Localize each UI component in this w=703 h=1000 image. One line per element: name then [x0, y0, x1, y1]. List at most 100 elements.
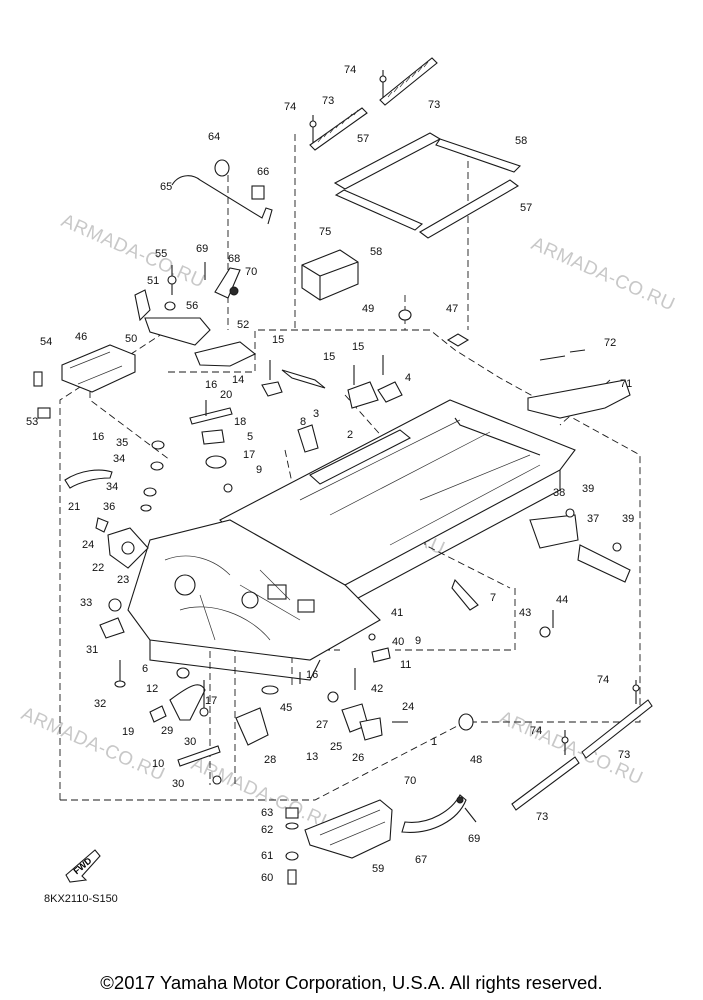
- part-callout-16: 16: [92, 431, 104, 443]
- part-callout-71: 71: [620, 378, 632, 390]
- part-callout-14: 14: [232, 374, 244, 386]
- part-callout-72: 72: [604, 337, 616, 349]
- part-callout-26: 26: [352, 752, 364, 764]
- part-callout-13: 13: [306, 751, 318, 763]
- part-callout-58: 58: [515, 135, 527, 147]
- part-callout-66: 66: [257, 166, 269, 178]
- drawing-code: 8KX2110-S150: [44, 893, 118, 905]
- copyright-notice: ©2017 Yamaha Motor Corporation, U.S.A. A…: [100, 972, 603, 993]
- part-callout-17: 17: [243, 449, 255, 461]
- part-callout-32: 32: [94, 698, 106, 710]
- watermark-text: ARMADA-CO.RU: [528, 233, 678, 315]
- part-callout-73: 73: [618, 749, 630, 761]
- part-callout-73: 73: [322, 95, 334, 107]
- part-callout-75: 75: [319, 226, 331, 238]
- part-callout-36: 36: [103, 501, 115, 513]
- part-callout-55: 55: [155, 248, 167, 260]
- upper-small-parts: [189, 309, 470, 493]
- part-callout-48: 48: [470, 754, 482, 766]
- part-callout-27: 27: [316, 719, 328, 731]
- part-callout-19: 19: [122, 726, 134, 738]
- part-callout-15: 15: [323, 351, 335, 363]
- part-callout-1: 1: [431, 736, 437, 748]
- part-callout-16: 16: [205, 379, 217, 391]
- part-callout-30: 30: [172, 778, 184, 790]
- part-callout-47: 47: [446, 303, 458, 315]
- part-callout-44: 44: [556, 594, 568, 606]
- part-callout-73: 73: [428, 99, 440, 111]
- part-callout-57: 57: [520, 202, 532, 214]
- part-callout-16: 16: [306, 669, 318, 681]
- part-callout-42: 42: [371, 683, 383, 695]
- part-callout-64: 64: [208, 131, 220, 143]
- part-callout-30: 30: [184, 736, 196, 748]
- part-callout-67: 67: [415, 854, 427, 866]
- bottom-parts: [285, 794, 477, 885]
- part-callout-46: 46: [75, 331, 87, 343]
- part-callout-53: 53: [26, 416, 38, 428]
- pad-part-75: [301, 249, 359, 301]
- part-callout-9: 9: [415, 635, 421, 647]
- part-callout-57: 57: [357, 133, 369, 145]
- part-callout-7: 7: [490, 592, 496, 604]
- part-callout-31: 31: [86, 644, 98, 656]
- part-callout-41: 41: [391, 607, 403, 619]
- part-callout-52: 52: [237, 319, 249, 331]
- part-callout-10: 10: [152, 758, 164, 770]
- part-callout-40: 40: [392, 636, 404, 648]
- part-callout-34: 34: [113, 453, 125, 465]
- part-callout-56: 56: [186, 300, 198, 312]
- part-callout-2: 2: [347, 429, 353, 441]
- part-callout-54: 54: [40, 336, 52, 348]
- chassis-bulkhead: [127, 519, 381, 681]
- right-brackets: [527, 349, 631, 583]
- part-callout-51: 51: [147, 275, 159, 287]
- part-callout-20: 20: [220, 389, 232, 401]
- part-callout-38: 38: [553, 487, 565, 499]
- watermark-text: ARMADA-CO.RU: [58, 210, 208, 292]
- fwd-direction-badge: FWD: [65, 849, 101, 883]
- part-callout-33: 33: [80, 597, 92, 609]
- part-callout-59: 59: [372, 863, 384, 875]
- part-callout-39: 39: [622, 513, 634, 525]
- part-callout-12: 12: [146, 683, 158, 695]
- part-callout-58: 58: [370, 246, 382, 258]
- upper-left-brackets: [33, 262, 257, 419]
- part-callout-18: 18: [234, 416, 246, 428]
- watermark-text: ARMADA-CO.RU: [18, 703, 168, 785]
- part-callout-9: 9: [256, 464, 262, 476]
- part-callout-62: 62: [261, 824, 273, 836]
- part-callout-74: 74: [530, 725, 542, 737]
- part-callout-74: 74: [284, 101, 296, 113]
- part-callout-6: 6: [142, 663, 148, 675]
- part-callout-17: 17: [205, 695, 217, 707]
- part-callout-24: 24: [402, 701, 414, 713]
- part-callout-61: 61: [261, 850, 273, 862]
- part-callout-60: 60: [261, 872, 273, 884]
- part-callout-25: 25: [330, 741, 342, 753]
- part-callout-21: 21: [68, 501, 80, 513]
- part-callout-70: 70: [245, 266, 257, 278]
- part-callout-69: 69: [468, 833, 480, 845]
- part-callout-3: 3: [313, 408, 319, 420]
- part-callout-49: 49: [362, 303, 374, 315]
- part-callout-28: 28: [264, 754, 276, 766]
- part-callout-24: 24: [82, 539, 94, 551]
- part-callout-4: 4: [405, 372, 411, 384]
- rod-assembly: [171, 159, 273, 225]
- part-callout-34: 34: [106, 481, 118, 493]
- track-guides-lower: [511, 680, 653, 811]
- part-callout-73: 73: [536, 811, 548, 823]
- part-callout-68: 68: [228, 253, 240, 265]
- part-callout-35: 35: [116, 437, 128, 449]
- part-callout-70: 70: [404, 775, 416, 787]
- part-callout-65: 65: [160, 181, 172, 193]
- part-callout-11: 11: [400, 659, 411, 671]
- part-callout-23: 23: [117, 574, 129, 586]
- part-callout-29: 29: [161, 725, 173, 737]
- track-guide-top-right: [379, 57, 438, 106]
- part-callout-74: 74: [344, 64, 356, 76]
- part-callout-37: 37: [587, 513, 599, 525]
